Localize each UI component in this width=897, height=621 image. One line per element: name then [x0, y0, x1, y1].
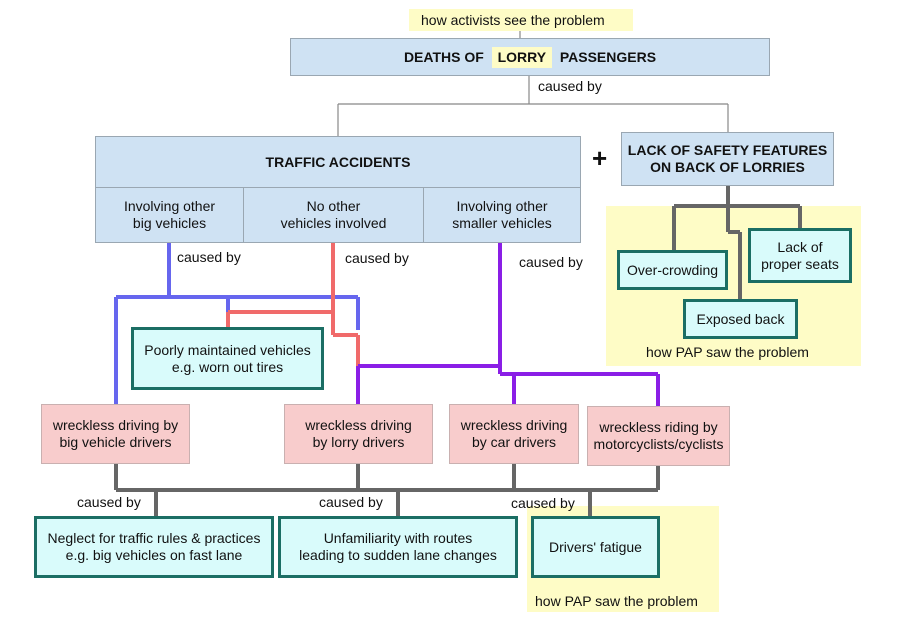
drivers-fatigue-label: Drivers' fatigue	[549, 538, 642, 555]
caused-by-label-red: caused by	[345, 250, 409, 266]
wreckless-motorcyclists-box: wreckless riding by motorcyclists/cyclis…	[587, 406, 730, 466]
poorly-maintained-line1: Poorly maintained vehicles	[144, 341, 311, 358]
caused-by-label-neglect: caused by	[77, 494, 141, 510]
caused-by-label-unfamiliarity: caused by	[319, 494, 383, 510]
caused-by-label-fatigue: caused by	[511, 495, 575, 511]
wreckless-lorry-line2: by lorry drivers	[312, 434, 405, 450]
wreckless-motorcyclists-line2: motorcyclists/cyclists	[593, 436, 724, 452]
lack-seats-line2: proper seats	[761, 255, 839, 272]
purple-connectors	[356, 243, 660, 406]
wreckless-car-box: wreckless driving by car drivers	[449, 404, 579, 464]
over-crowding-box: Over-crowding	[617, 250, 728, 290]
caused-by-label-purple: caused by	[519, 254, 583, 270]
activists-label: how activists see the problem	[421, 12, 605, 28]
wreckless-lorry-line1: wreckless driving	[305, 417, 412, 433]
wreckless-car-line2: by car drivers	[471, 434, 557, 450]
sub-category-smaller-line1: Involving other	[456, 198, 548, 214]
sub-category-smaller-vehicles: Involving other smaller vehicles	[423, 187, 581, 243]
sub-category-big-vehicles: Involving other big vehicles	[95, 187, 244, 243]
activists-label-bg	[409, 9, 633, 31]
pap-safety-label: how PAP saw the problem	[646, 344, 809, 360]
top-title-pre: DEATHS OF	[403, 48, 484, 65]
exposed-back-box: Exposed back	[683, 299, 798, 339]
wreckless-big-vehicle-line2: big vehicle drivers	[59, 434, 172, 450]
drivers-fatigue-box: Drivers' fatigue	[531, 516, 660, 578]
sub-category-big-vehicles-line2: big vehicles	[132, 215, 207, 231]
red-connectors	[226, 243, 360, 366]
traffic-accidents-box: TRAFFIC ACCIDENTS	[95, 136, 581, 188]
top-title-highlight: LORRY	[491, 46, 553, 68]
poorly-maintained-line2: e.g. worn out tires	[171, 358, 284, 375]
lack-of-proper-seats-box: Lack of proper seats	[748, 228, 852, 283]
lack-seats-line1: Lack of	[777, 238, 823, 255]
wreckless-lorry-box: wreckless driving by lorry drivers	[284, 404, 433, 464]
plus-sign: +	[592, 143, 608, 173]
blue-connectors	[114, 243, 360, 404]
top-connectors	[337, 30, 729, 136]
traffic-accidents-title: TRAFFIC ACCIDENTS	[265, 153, 411, 170]
sub-category-no-other-line1: No other	[306, 198, 361, 214]
deaths-of-lorry-passengers-box: DEATHS OF LORRY PASSENGERS	[290, 38, 770, 76]
top-title-post: PASSENGERS	[559, 48, 657, 65]
caused-by-label-blue: caused by	[177, 249, 241, 265]
unfamiliarity-line1: Unfamiliarity with routes	[323, 530, 473, 546]
unfamiliarity-routes-box: Unfamiliarity with routes leading to sud…	[278, 516, 518, 578]
lack-of-safety-features-box: LACK OF SAFETY FEATURES ON BACK OF LORRI…	[621, 132, 834, 186]
over-crowding-label: Over-crowding	[626, 261, 719, 278]
lack-safety-line1: LACK OF SAFETY FEATURES	[627, 142, 828, 158]
lack-safety-line2: ON BACK OF LORRIES	[650, 159, 805, 175]
exposed-back-label: Exposed back	[696, 310, 785, 327]
sub-category-no-other-vehicles: No other vehicles involved	[243, 187, 424, 243]
pap-fatigue-label: how PAP saw the problem	[535, 593, 698, 609]
neglect-line1: Neglect for traffic rules & practices	[47, 530, 261, 546]
wreckless-big-vehicle-line1: wreckless driving by	[52, 417, 179, 433]
sub-category-smaller-line2: smaller vehicles	[452, 215, 552, 231]
neglect-line2: e.g. big vehicles on fast lane	[65, 547, 243, 563]
neglect-traffic-rules-box: Neglect for traffic rules & practices e.…	[34, 516, 274, 578]
safety-connectors	[672, 186, 802, 300]
wreckless-motorcyclists-line1: wreckless riding by	[599, 419, 718, 435]
poorly-maintained-vehicles-box: Poorly maintained vehicles e.g. worn out…	[131, 327, 324, 390]
bottom-connectors	[114, 464, 660, 516]
wreckless-big-vehicle-box: wreckless driving by big vehicle drivers	[41, 404, 190, 464]
unfamiliarity-line2: leading to sudden lane changes	[299, 547, 497, 563]
sub-category-no-other-line2: vehicles involved	[280, 215, 387, 231]
wreckless-car-line1: wreckless driving	[460, 417, 568, 433]
sub-category-big-vehicles-line1: Involving other	[123, 198, 216, 214]
caused-by-label-top: caused by	[538, 78, 602, 94]
